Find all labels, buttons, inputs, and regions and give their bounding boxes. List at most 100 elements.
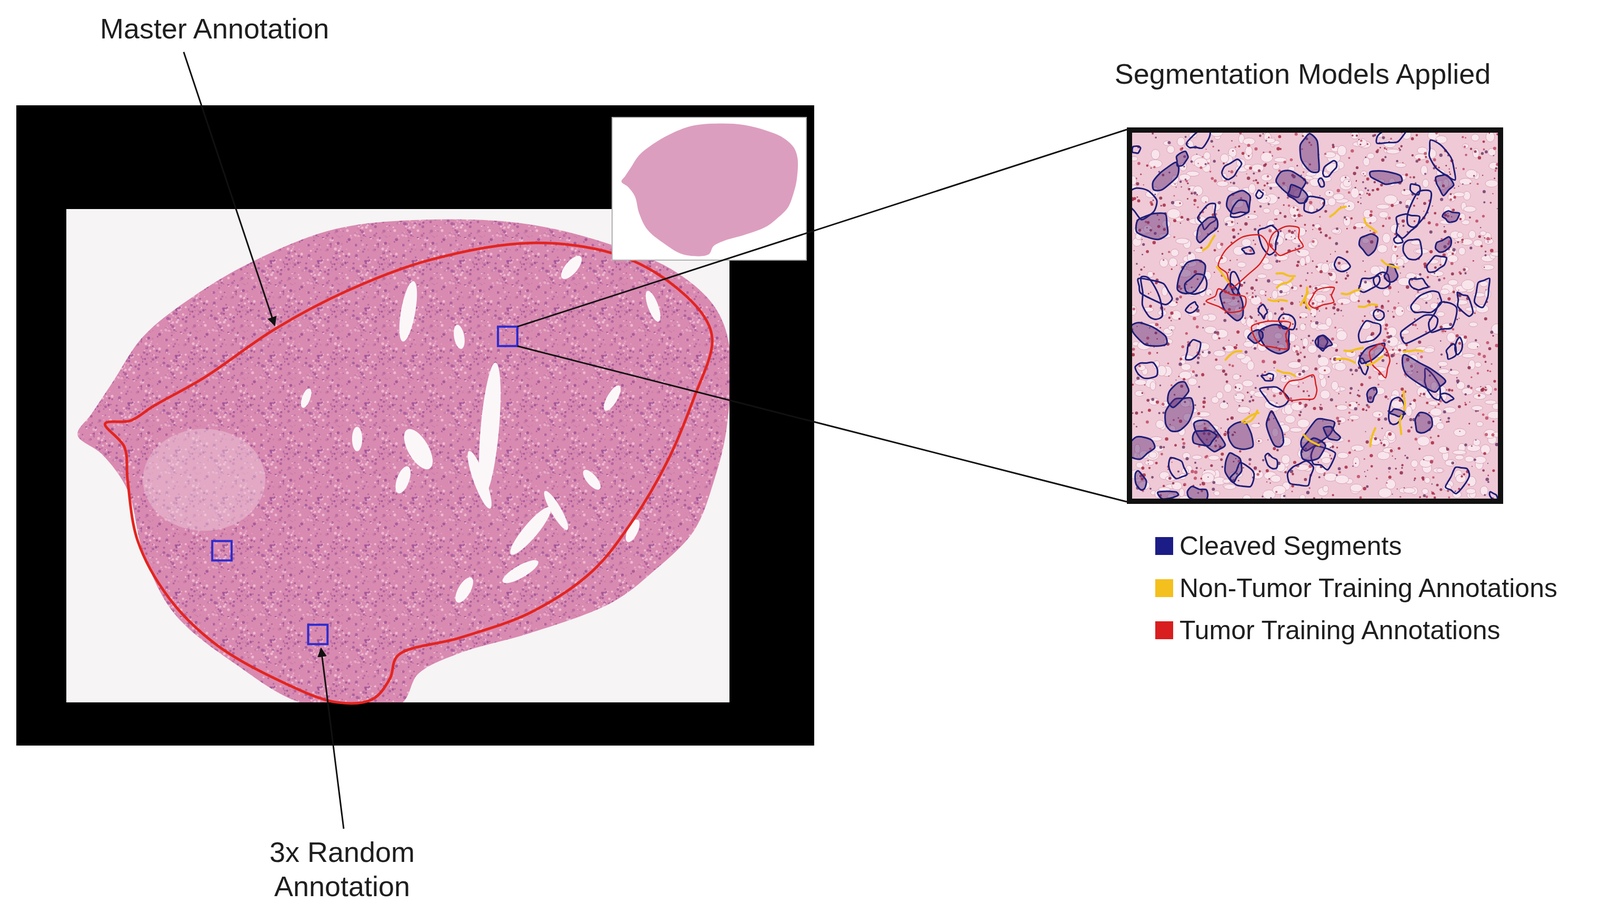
nucleus xyxy=(1302,390,1305,393)
nucleus xyxy=(1367,299,1370,303)
nucleus xyxy=(1424,172,1427,175)
nucleus xyxy=(1217,230,1219,233)
cell xyxy=(1443,406,1456,413)
nucleus xyxy=(1168,375,1170,377)
cell xyxy=(1378,487,1392,498)
nucleus xyxy=(1291,286,1294,289)
nucleus xyxy=(1480,385,1482,387)
nucleus xyxy=(1461,241,1464,244)
nucleus xyxy=(1390,448,1394,453)
cell xyxy=(1216,391,1224,399)
nucleus xyxy=(1495,163,1498,167)
nucleus xyxy=(1348,451,1352,454)
nucleus xyxy=(1493,146,1497,150)
nucleus xyxy=(1298,401,1302,405)
nucleus xyxy=(1361,226,1364,229)
nucleus xyxy=(1439,366,1442,368)
cell xyxy=(1203,151,1211,159)
nucleus xyxy=(1222,369,1226,373)
cell xyxy=(1482,264,1495,270)
nucleus xyxy=(1458,341,1462,345)
nucleus xyxy=(1245,292,1248,295)
nucleus xyxy=(1431,491,1433,493)
random-annotation-box xyxy=(212,541,232,561)
nucleus xyxy=(1456,381,1459,384)
nucleus xyxy=(1167,141,1171,145)
nucleus xyxy=(1350,217,1354,220)
cell xyxy=(1475,386,1488,392)
nucleus xyxy=(1399,471,1403,475)
nucleus xyxy=(1280,307,1284,311)
nucleus xyxy=(1138,364,1142,368)
nucleus xyxy=(1436,302,1438,304)
nucleus xyxy=(1261,495,1264,498)
nucleus xyxy=(1444,330,1447,333)
nucleus xyxy=(1484,432,1488,436)
nucleus xyxy=(1336,446,1339,449)
nucleus xyxy=(1209,293,1212,296)
nucleus xyxy=(1205,201,1207,203)
nucleus xyxy=(1230,417,1232,419)
cell xyxy=(1331,381,1339,390)
nucleus xyxy=(1481,387,1485,391)
nucleus xyxy=(1272,394,1276,397)
random-annotation-box xyxy=(497,326,518,346)
nucleus xyxy=(1411,137,1415,141)
nucleus xyxy=(1222,346,1225,349)
nucleus xyxy=(1248,412,1250,415)
nucleus xyxy=(1301,214,1303,217)
nucleus xyxy=(1295,327,1298,330)
nucleus xyxy=(1481,152,1484,155)
nucleus xyxy=(1362,407,1365,411)
cell xyxy=(1464,455,1474,462)
nucleus xyxy=(1487,481,1490,484)
cell xyxy=(1264,400,1276,409)
nucleus xyxy=(1313,496,1316,499)
lumen xyxy=(352,426,363,452)
nucleus xyxy=(1344,465,1348,469)
nucleus xyxy=(1132,383,1134,386)
nucleus xyxy=(1225,222,1228,226)
nucleus xyxy=(1380,273,1383,276)
nucleus xyxy=(1155,400,1159,404)
nucleus xyxy=(1409,402,1412,405)
nucleus xyxy=(1452,327,1455,331)
nucleus xyxy=(1268,477,1270,480)
cell xyxy=(1438,446,1450,454)
cell xyxy=(1168,325,1176,330)
tissue-section xyxy=(77,219,730,703)
nucleus xyxy=(1368,221,1372,224)
nucleus xyxy=(1476,182,1479,185)
nucleus xyxy=(1414,318,1416,320)
cell xyxy=(1325,317,1333,327)
cell xyxy=(1148,159,1163,168)
nucleus xyxy=(1387,216,1391,220)
nucleus xyxy=(1267,308,1269,310)
nucleus xyxy=(1205,148,1207,150)
nucleus xyxy=(1446,489,1449,492)
nucleus xyxy=(1268,151,1272,154)
cell xyxy=(1385,478,1396,489)
nucleus xyxy=(1224,372,1227,376)
cell xyxy=(1465,488,1476,494)
cell xyxy=(1480,485,1488,496)
nucleus xyxy=(1247,216,1250,218)
nucleus xyxy=(1151,132,1154,135)
nucleus xyxy=(1422,392,1426,396)
cell xyxy=(1343,216,1351,227)
cell xyxy=(1455,454,1465,460)
nucleus xyxy=(1158,196,1163,200)
nucleus xyxy=(1175,379,1177,381)
cell xyxy=(1205,288,1213,296)
nucleus xyxy=(1469,182,1472,185)
nucleus xyxy=(1417,340,1422,344)
nucleus xyxy=(1445,388,1448,391)
nucleus xyxy=(1223,432,1227,436)
cell xyxy=(1178,174,1191,182)
nucleus xyxy=(1159,326,1162,329)
nucleus xyxy=(1233,345,1237,349)
nucleus xyxy=(1255,278,1258,282)
cell xyxy=(1159,257,1168,267)
nucleus xyxy=(1455,167,1457,169)
